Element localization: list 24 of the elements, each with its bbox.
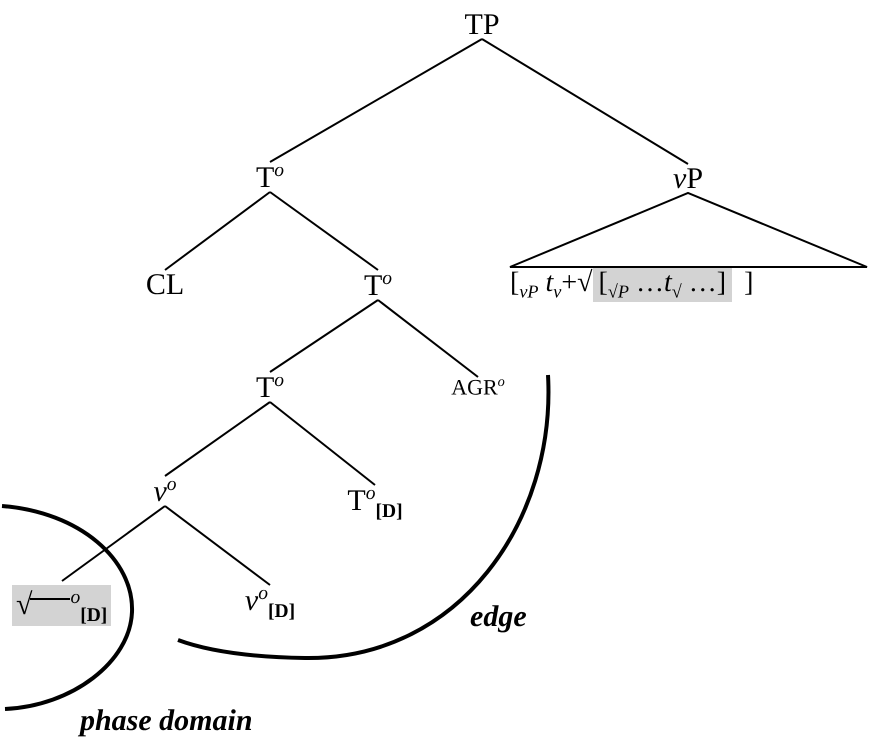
- branch-line: [481, 38, 689, 165]
- phrase-text: ]: [744, 268, 754, 299]
- branch-line: [164, 401, 271, 477]
- branch-line: [61, 505, 166, 582]
- phrase-text: [$_{vP}$ t$_{v}$+√: [510, 268, 593, 302]
- region-label: phase domain: [80, 704, 253, 738]
- tree-label: CL: [146, 268, 184, 301]
- branch-line: [270, 38, 482, 163]
- tree-label: T$^{o}$: [364, 268, 392, 302]
- branch-line: [269, 191, 379, 271]
- tree-label: v$^{o}$: [153, 474, 177, 508]
- region-label: edge: [470, 600, 527, 634]
- tree-label: T$^{o}$: [256, 160, 284, 194]
- branch-line: [164, 191, 271, 271]
- tree-label: TP: [464, 8, 500, 41]
- branch-line: [269, 299, 379, 373]
- tree-label: vP: [673, 162, 703, 195]
- branch-line: [377, 299, 479, 378]
- tree-label: AGR$^{o}$: [451, 375, 505, 400]
- tree-label: T$^{o}$: [256, 370, 284, 404]
- triangle-connector: [509, 192, 868, 268]
- highlighted-phrase: [$_{√P}$ …t$_{√}$ …]: [592, 268, 732, 302]
- branch-line: [164, 505, 271, 586]
- branch-line: [269, 401, 376, 486]
